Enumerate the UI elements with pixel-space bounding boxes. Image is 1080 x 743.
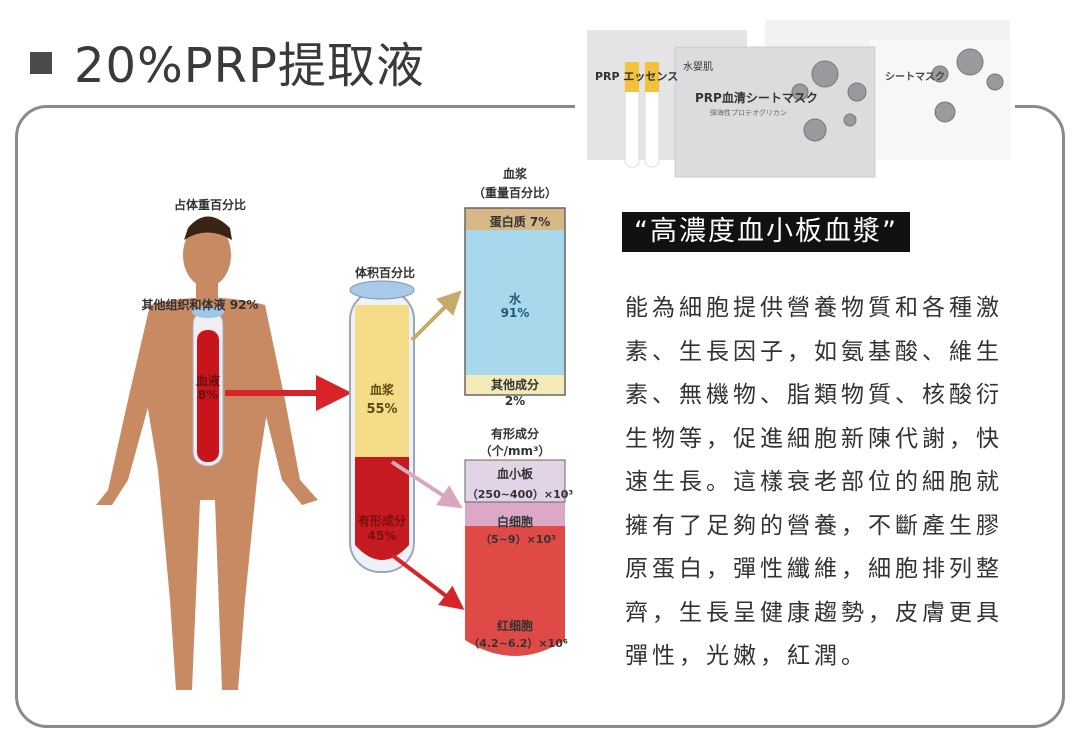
paragraph-line: 速生長。這樣衰老部位的細胞就 [625, 469, 1003, 495]
body-weight-title: 占体重百分比 [173, 198, 247, 212]
water-pct: 91% [500, 306, 530, 320]
svg-text:弾海性プロテオグリカン: 弾海性プロテオグリカン [710, 108, 787, 117]
svg-text:PRP エッセンス: PRP エッセンス [595, 70, 678, 83]
formed-label: 有形成分 [357, 514, 407, 528]
blood-label: 血液 [195, 374, 221, 388]
title-bullet-square [30, 52, 52, 74]
arrow-to-plasma-icon [410, 290, 462, 342]
rbc-value: （4.2~6.2）×10⁶ [468, 637, 568, 650]
plasma-box-subtitle: （重量百分比） [472, 186, 558, 200]
paragraph-line: 能為細胞提供營養物質和各種激 [625, 295, 1003, 321]
platelet-label: 血小板 [496, 467, 534, 481]
platelet-value: （250~400）×10³ [466, 488, 574, 501]
other-components-pct: 2% [504, 394, 526, 408]
other-components-label: 其他成分 [490, 378, 540, 392]
blood-composition-diagram [96, 207, 566, 690]
paragraph-line: 齊，生長呈健康趨勢，皮膚更具 [625, 599, 1003, 626]
protein-label: 蛋白质 7% [489, 215, 551, 229]
blood-pct: 8% [197, 388, 219, 402]
water-label: 水 [508, 292, 522, 306]
volume-title: 体积百分比 [354, 266, 416, 280]
rbc-label: 红细胞 [496, 619, 534, 633]
test-tube [349, 280, 415, 573]
description-paragraph: 能為細胞提供營養物質和各種激 素、生長因子，如氨基酸、維生 素、無機物、脂類物質… [625, 287, 1003, 679]
wbc-label: 白细胞 [496, 515, 534, 529]
product-box-mask-white [870, 40, 1010, 160]
plasma-label: 血浆 [369, 383, 395, 397]
other-tissue-label: 其他组织和体液 92% [141, 298, 259, 312]
plasma-box-title: 血浆 [502, 167, 528, 181]
wbc-value: （5~9）×10³ [480, 533, 556, 546]
paragraph-line: 擁有了足夠的營養，不斷產生膠 [625, 512, 1003, 539]
cells-unit: （个/mm³） [479, 444, 551, 458]
product-photo: 水婴肌 PRP エッセンス PRP血清シートマスク 弾海性プロテオグリカン シー… [575, 12, 1015, 182]
formed-elements-box [464, 459, 566, 656]
tagline-banner: “高濃度血小板血漿” [622, 212, 910, 252]
plasma-pct: 55% [366, 402, 398, 417]
svg-text:シートマスク: シートマスク [885, 71, 945, 83]
paragraph-line: 彈性，光嫩，紅潤。 [625, 643, 868, 669]
product-box-serum-mask [674, 46, 876, 178]
paragraph-line: 生物等，促進細胞新陳代謝，快 [625, 425, 1003, 452]
plasma-composition-box [464, 207, 566, 396]
page-title: 20%PRP提取液 [74, 38, 425, 94]
paragraph-line: 原蛋白，彈性纖維，細胞排列整 [625, 556, 1003, 582]
svg-text:PRP血清シートマスク: PRP血清シートマスク [695, 90, 818, 105]
arrow-to-cells-icon [390, 460, 463, 509]
svg-text:水婴肌: 水婴肌 [683, 61, 713, 73]
arrow-to-rbc-icon [390, 553, 465, 610]
formed-pct: 45% [367, 529, 397, 543]
content-frame [15, 105, 1065, 728]
cells-title: 有形成分 [490, 427, 540, 441]
paragraph-line: 素、生長因子，如氨基酸、維生 [625, 338, 1003, 365]
paragraph-line: 素、無機物、脂類物質、核酸衍 [625, 382, 1003, 408]
